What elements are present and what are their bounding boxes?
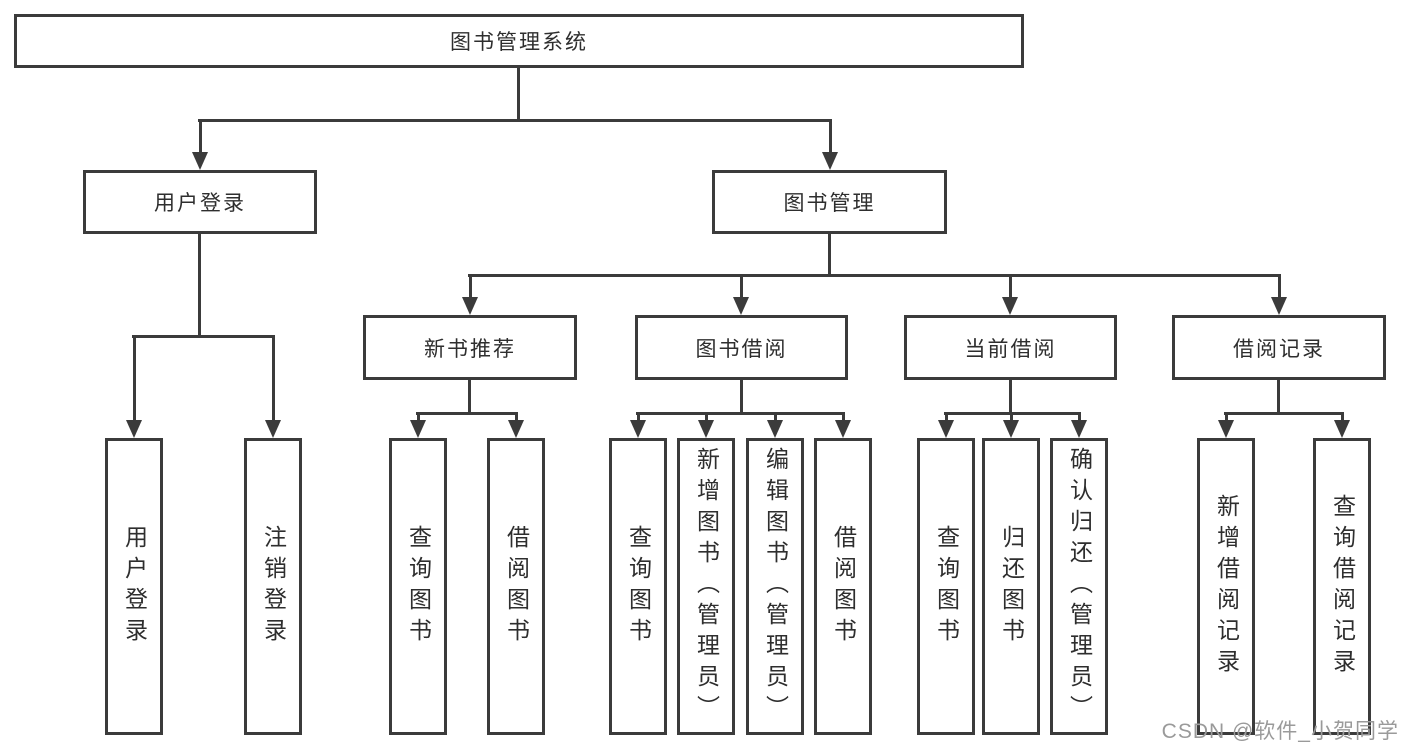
leaf-label: 借阅图书 xyxy=(503,524,530,649)
node-current-borrow: 当前借阅 xyxy=(904,315,1117,380)
arrow-down-icon xyxy=(508,412,524,438)
arrow-down-icon xyxy=(835,412,851,438)
connector-bookmgmt-branch xyxy=(468,274,1281,277)
arrow-down-icon xyxy=(1218,412,1234,438)
leaf-label: 编辑图书（管理员） xyxy=(762,447,789,726)
connector-records-stem xyxy=(1277,378,1280,415)
node-leaf-add-borrow-record: 新增借阅记录 xyxy=(1197,438,1255,735)
arrow-down-icon xyxy=(698,412,714,438)
node-leaf-query-books-current: 查询图书 xyxy=(917,438,975,735)
connector-userlogin-stem xyxy=(198,232,201,338)
leaf-label: 确认归还（管理员） xyxy=(1066,447,1093,726)
node-leaf-user-login: 用户登录 xyxy=(105,438,163,735)
arrow-down-icon xyxy=(822,119,838,170)
node-leaf-query-books-recommend: 查询图书 xyxy=(389,438,447,735)
arrow-down-icon xyxy=(733,274,749,315)
leaf-label: 查询图书 xyxy=(405,524,432,649)
node-leaf-return-books: 归还图书 xyxy=(982,438,1040,735)
connector-records-branch xyxy=(1224,412,1344,415)
arrow-down-icon xyxy=(938,412,954,438)
node-borrow-records: 借阅记录 xyxy=(1172,315,1386,380)
arrow-down-icon xyxy=(462,274,478,315)
leaf-label: 新增图书（管理员） xyxy=(693,447,720,726)
connector-current-branch xyxy=(944,412,1081,415)
connector-borrow-branch xyxy=(636,412,845,415)
leaf-label: 归还图书 xyxy=(998,524,1025,649)
arrow-down-icon xyxy=(630,412,646,438)
connector-newbook-branch xyxy=(416,412,518,415)
node-leaf-edit-books-admin: 编辑图书（管理员） xyxy=(746,438,804,735)
leaf-label: 查询借阅记录 xyxy=(1329,493,1356,680)
leaf-label: 查询图书 xyxy=(625,524,652,649)
node-leaf-add-books-admin: 新增图书（管理员） xyxy=(677,438,735,735)
arrow-down-icon xyxy=(1271,274,1287,315)
node-leaf-borrow-books-recommend: 借阅图书 xyxy=(487,438,545,735)
connector-root-branch xyxy=(198,119,832,122)
connector-root-stem xyxy=(517,66,520,122)
node-leaf-logout: 注销登录 xyxy=(244,438,302,735)
arrow-down-icon xyxy=(410,412,426,438)
leaf-label: 注销登录 xyxy=(260,524,287,649)
node-leaf-query-books-borrow: 查询图书 xyxy=(609,438,667,735)
arrow-down-icon xyxy=(767,412,783,438)
arrow-down-icon xyxy=(192,119,208,170)
node-leaf-borrow-books: 借阅图书 xyxy=(814,438,872,735)
leaf-label: 查询图书 xyxy=(933,524,960,649)
node-leaf-confirm-return-admin: 确认归还（管理员） xyxy=(1050,438,1108,735)
leaf-label: 借阅图书 xyxy=(830,524,857,649)
node-new-book-recommend: 新书推荐 xyxy=(363,315,577,380)
connector-newbook-stem xyxy=(468,378,471,415)
arrow-down-icon xyxy=(1334,412,1350,438)
arrow-down-icon xyxy=(1071,412,1087,438)
leaf-label: 新增借阅记录 xyxy=(1213,493,1240,680)
connector-current-stem xyxy=(1009,378,1012,415)
leaf-label: 用户登录 xyxy=(121,524,148,649)
node-user-login: 用户登录 xyxy=(83,170,317,234)
arrow-down-icon xyxy=(265,335,281,438)
arrow-down-icon xyxy=(1003,412,1019,438)
connector-borrow-stem xyxy=(740,378,743,415)
connector-bookmgmt-stem xyxy=(828,232,831,277)
node-library-system: 图书管理系统 xyxy=(14,14,1024,68)
node-book-management: 图书管理 xyxy=(712,170,947,234)
node-leaf-query-borrow-record: 查询借阅记录 xyxy=(1313,438,1371,735)
csdn-watermark: CSDN @软件_小贺同学 xyxy=(1161,720,1399,743)
connector-userlogin-branch xyxy=(132,335,275,338)
arrow-down-icon xyxy=(1002,274,1018,315)
arrow-down-icon xyxy=(126,335,142,438)
node-book-borrow: 图书借阅 xyxy=(635,315,848,380)
